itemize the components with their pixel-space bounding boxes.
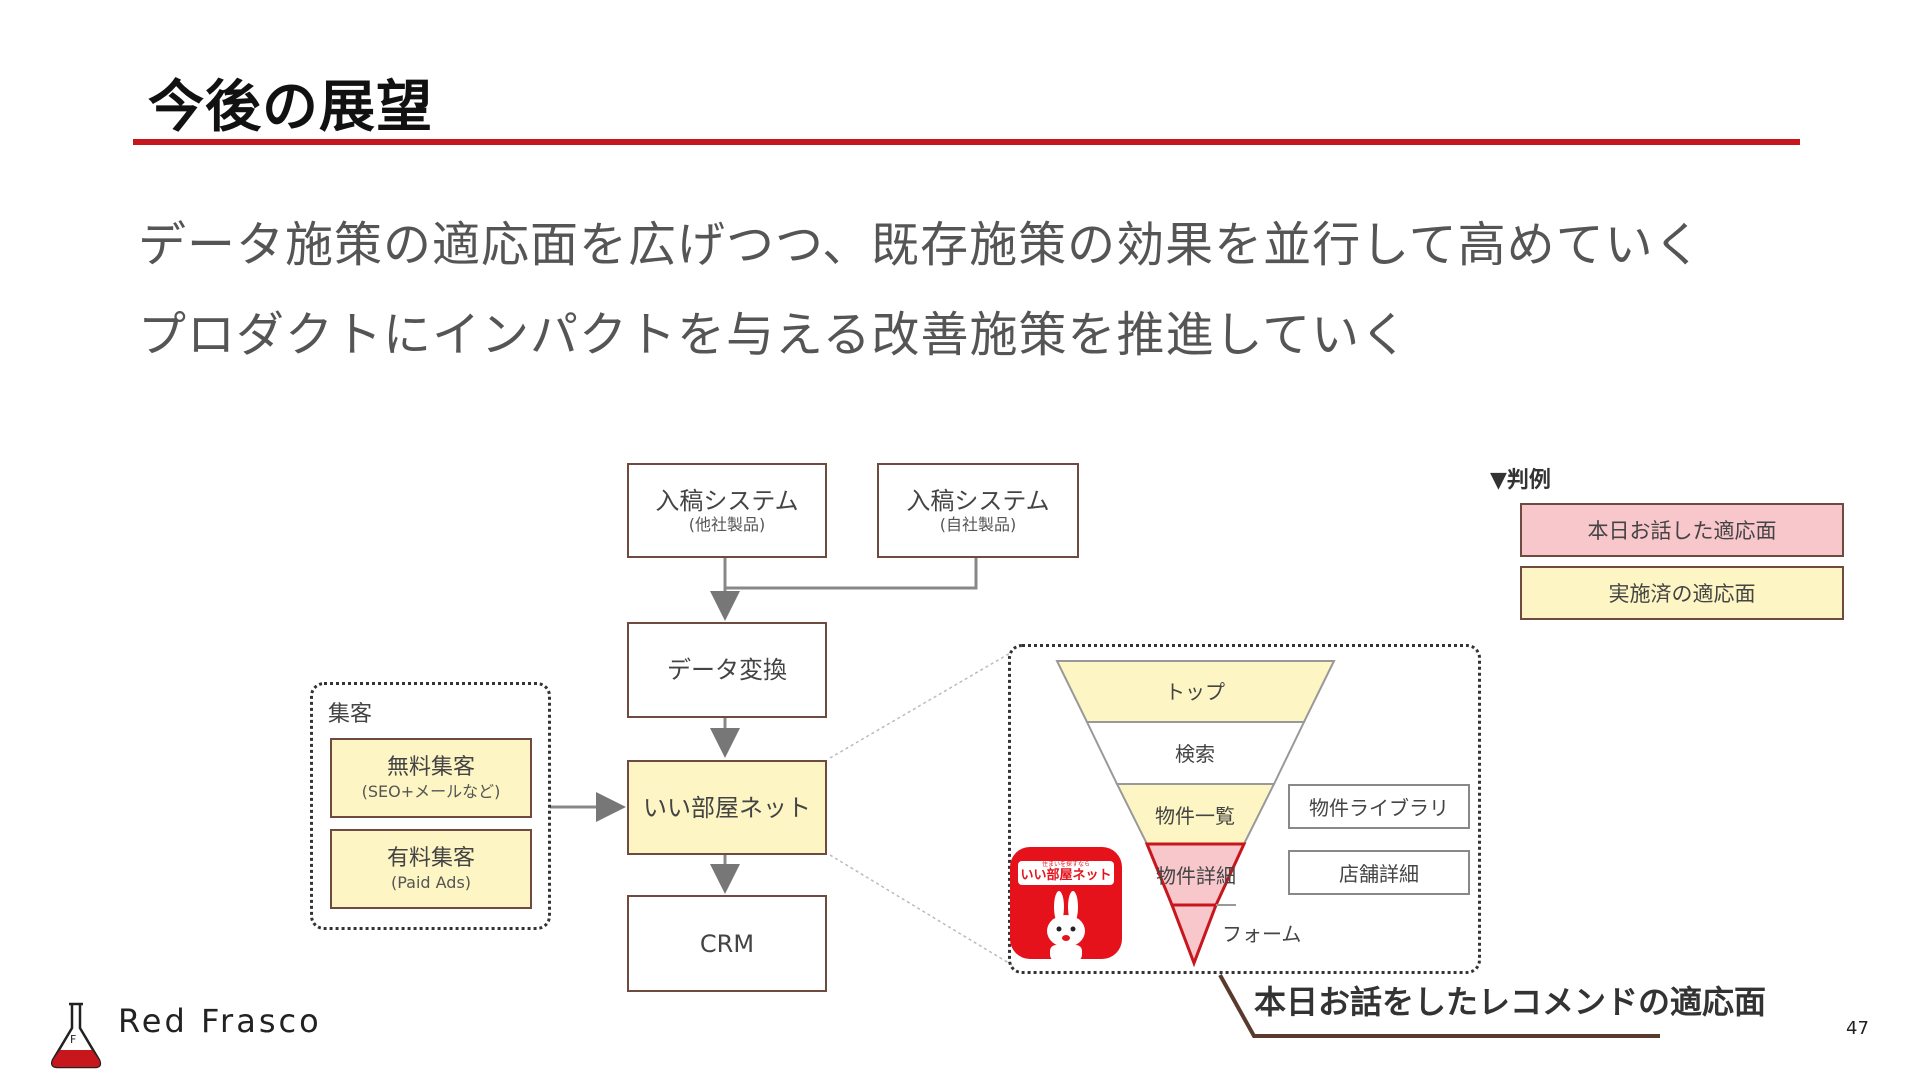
data-convert-box: データ変換 (627, 622, 827, 718)
legend-item-implemented: 実施済の適応面 (1520, 566, 1844, 620)
product-label: いい部屋ネット (643, 793, 811, 822)
funnel-label-top: トップ (1165, 680, 1225, 704)
legend-item-discussed-label: 本日お話した適応面 (1587, 519, 1777, 543)
zoom-line-top (829, 651, 1013, 759)
app-icon-name: いい部屋ネット (1020, 868, 1112, 883)
funnel (1055, 660, 1336, 968)
free-acquisition-sub: (SEO+メールなど) (361, 782, 501, 801)
legend-item-discussed: 本日お話した適応面 (1520, 503, 1844, 557)
free-acquisition-title: 無料集客 (386, 755, 475, 780)
zoom-line-bottom (829, 854, 1013, 966)
recommend-callout: 本日お話をしたレコメンドの適応面 (1254, 983, 1767, 1021)
product-box: いい部屋ネット (627, 760, 827, 855)
svg-text:F: F (70, 1033, 76, 1046)
page-title: 今後の展望 (148, 75, 433, 140)
funnel-label-detail: 物件詳細 (1156, 864, 1236, 888)
crm-box: CRM (627, 895, 827, 992)
funnel-label-list: 物件一覧 (1155, 804, 1235, 828)
funnel-label-search: 検索 (1175, 742, 1215, 766)
source-own-sub: (自社製品) (939, 514, 1017, 534)
data-convert-label: データ変換 (667, 656, 787, 684)
property-library-box: 物件ライブラリ (1288, 784, 1470, 829)
property-library-label: 物件ライブラリ (1309, 796, 1449, 820)
legend-item-implemented-label: 実施済の適応面 (1608, 582, 1756, 606)
source-box-other: 入稿システム (他社製品) (627, 463, 827, 558)
store-detail-box: 店舗詳細 (1288, 850, 1470, 895)
paid-acquisition-title: 有料集客 (386, 846, 475, 871)
paid-acquisition-sub: (Paid Ads) (390, 873, 472, 892)
brand-name: Red Frasco (118, 1002, 322, 1040)
funnel-form (1169, 903, 1219, 968)
subtitle-line-1: データ施策の適応面を広げつつ、既存施策の効果を並行して高めていく (138, 217, 1703, 273)
title-rule (133, 139, 1800, 145)
source-other-title: 入稿システム (655, 486, 799, 515)
acquisition-group (310, 682, 551, 930)
flask-icon: F (50, 1002, 102, 1069)
source-box-own: 入稿システム (自社製品) (877, 463, 1079, 558)
crm-label: CRM (699, 929, 755, 958)
funnel-label-form: フォーム (1222, 922, 1302, 946)
store-detail-label: 店舗詳細 (1339, 862, 1419, 886)
callout-line (1218, 974, 1660, 1038)
acquisition-label: 集客 (328, 702, 373, 727)
free-acquisition-box: 無料集客 (SEO+メールなど) (330, 738, 532, 818)
subtitle-line-2: プロダクトにインパクトを与える改善施策を推進していく (138, 307, 1410, 363)
legend-heading: ▼判例 (1490, 468, 1551, 493)
source-own-title: 入稿システム (906, 486, 1050, 515)
funnel-panel (1008, 644, 1481, 974)
paid-acquisition-box: 有料集客 (Paid Ads) (330, 829, 532, 909)
merge-arrow (725, 557, 978, 615)
app-icon: 住まいを探すなら いい部屋ネット (1010, 847, 1122, 959)
source-other-sub: (他社製品) (688, 514, 766, 534)
rabbit-mascot-icon (1047, 891, 1085, 959)
app-icon-tagline: 住まいを探すなら (1041, 861, 1090, 868)
page-number: 47 (1846, 1018, 1869, 1039)
